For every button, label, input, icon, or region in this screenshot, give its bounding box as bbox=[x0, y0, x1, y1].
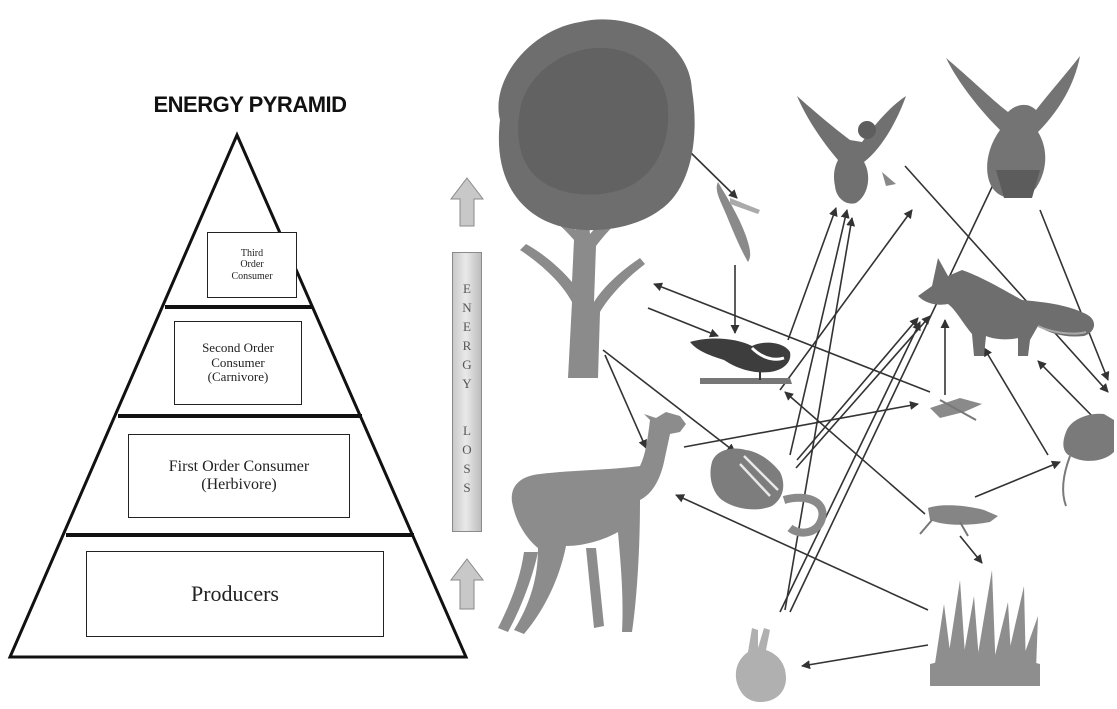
energy-bar-letter: E bbox=[463, 279, 471, 298]
caterpillar-icon bbox=[717, 182, 760, 262]
third-order-consumer-tier: Third Order Consumer bbox=[207, 232, 297, 298]
food-web-arrow bbox=[780, 322, 920, 612]
food-web-arrow bbox=[960, 536, 982, 563]
bird-icon bbox=[690, 339, 792, 384]
energy-bar-letter: S bbox=[463, 478, 470, 497]
food-web-arrow bbox=[984, 348, 1048, 455]
energy-bar-letter: Y bbox=[462, 374, 471, 393]
food-web-arrow bbox=[797, 318, 918, 460]
food-web-arrow bbox=[796, 316, 930, 468]
tier-line: Consumer bbox=[211, 356, 264, 371]
pyramid-title: ENERGY PYRAMID bbox=[140, 92, 360, 118]
food-web-arrow bbox=[975, 462, 1060, 497]
deer-icon bbox=[498, 412, 686, 634]
tier-line: Third bbox=[241, 248, 263, 260]
tier-line: Second Order bbox=[202, 341, 274, 356]
producers-tier: Producers bbox=[86, 551, 384, 637]
energy-bar-letter: O bbox=[462, 440, 471, 459]
twig-insect-icon bbox=[930, 398, 982, 420]
food-web-arrow bbox=[802, 645, 928, 666]
tier-line: Consumer bbox=[231, 271, 272, 283]
tier-line: Producers bbox=[191, 581, 279, 606]
food-web-arrow bbox=[648, 308, 718, 336]
food-web-arrow bbox=[780, 210, 912, 390]
up-arrow-bottom bbox=[451, 559, 483, 609]
food-web-arrow bbox=[688, 150, 737, 198]
hawk-icon bbox=[946, 56, 1080, 198]
food-web-arrow bbox=[654, 284, 930, 392]
energy-bar-letter: R bbox=[463, 336, 472, 355]
energy-bar-letter: L bbox=[463, 421, 471, 440]
food-web-arrow bbox=[605, 355, 646, 448]
energy-bar-letter: S bbox=[463, 459, 470, 478]
food-web-arrows bbox=[603, 150, 1108, 666]
energy-bar-letter: E bbox=[463, 317, 471, 336]
tier-line: First Order Consumer bbox=[169, 458, 309, 476]
second-order-consumer-tier: Second Order Consumer (Carnivore) bbox=[174, 321, 302, 405]
energy-bar-letter: N bbox=[462, 298, 471, 317]
energy-bar-letter: G bbox=[462, 355, 471, 374]
mouse-icon bbox=[1063, 414, 1114, 506]
grass-icon bbox=[930, 570, 1040, 686]
tier-line: (Carnivore) bbox=[208, 370, 269, 385]
up-arrow-top bbox=[451, 178, 483, 226]
first-order-consumer-tier: First Order Consumer (Herbivore) bbox=[128, 434, 350, 518]
owl-icon bbox=[797, 96, 906, 204]
tier-line: (Herbivore) bbox=[201, 476, 277, 494]
food-web-arrow bbox=[788, 208, 836, 340]
tree-icon bbox=[498, 19, 694, 378]
rabbit-icon bbox=[736, 628, 786, 702]
tier-line: Order bbox=[240, 259, 263, 271]
grasshopper-icon bbox=[920, 505, 998, 536]
